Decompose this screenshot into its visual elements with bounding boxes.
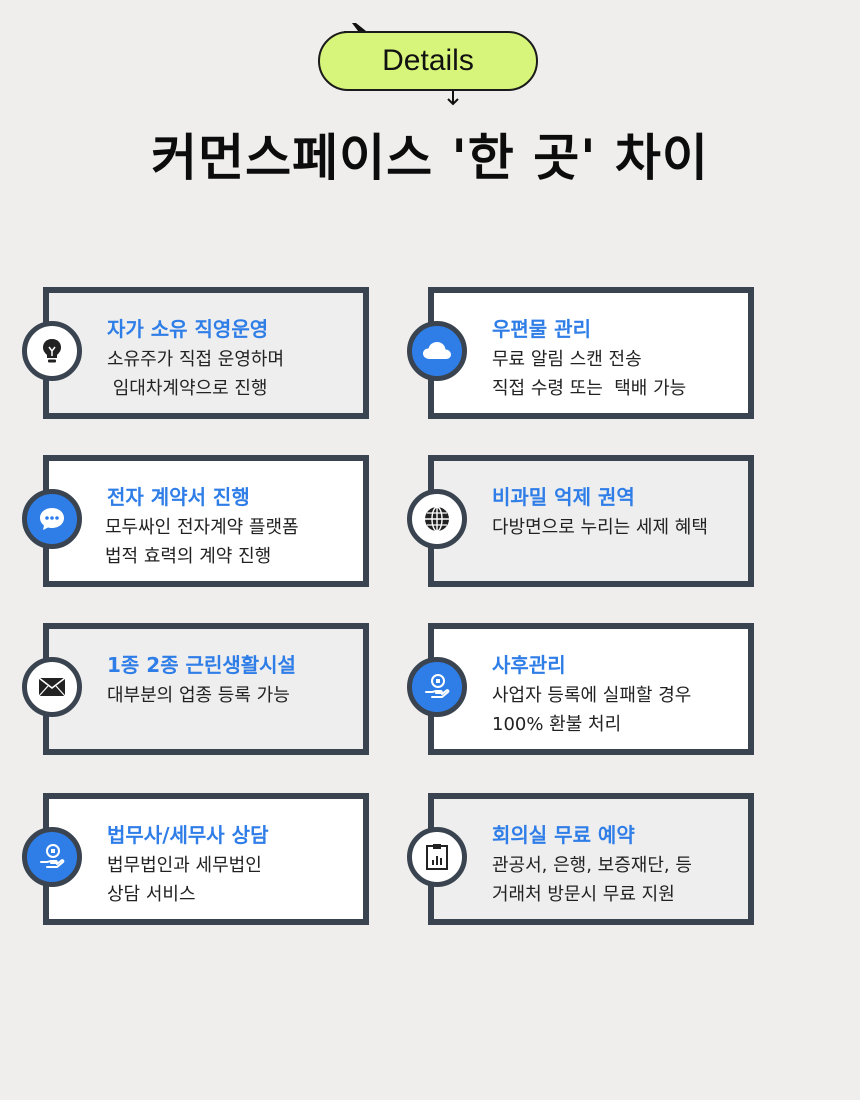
card-title: 전자 계약서 진행: [107, 485, 250, 509]
icon-badge: [407, 827, 467, 887]
card-title: 사후관리: [492, 653, 566, 677]
card-title: 법무사/세무사 상담: [107, 823, 269, 847]
feature-card-e-contract: 전자 계약서 진행 모두싸인 전자계약 플랫폼 법적 효력의 계약 진행: [22, 455, 369, 587]
icon-badge: [22, 321, 82, 381]
card-description: 무료 알림 스캔 전송 직접 수령 또는 택배 가능: [492, 349, 687, 399]
card-description: 모두싸인 전자계약 플랫폼 법적 효력의 계약 진행: [105, 517, 299, 567]
clipboard-chart-icon: [426, 844, 448, 870]
lightbulb-icon: [43, 339, 61, 363]
feature-card-tax-zone: 비과밀 억제 권역 다방면으로 누리는 세제 혜택: [407, 455, 754, 587]
card-description: 관공서, 은행, 보증재단, 등 거래처 방문시 무료 지원: [492, 855, 692, 905]
card-description: 대부분의 업종 등록 가능: [107, 685, 290, 706]
feature-card-aftercare: 사후관리 사업자 등록에 실패할 경우 100% 환불 처리: [407, 623, 754, 755]
cloud-icon: [423, 342, 451, 359]
feature-card-mail: 우편물 관리 무료 알림 스캔 전송 직접 수령 또는 택배 가능: [407, 287, 754, 419]
icon-badge: [22, 827, 82, 887]
card-title: 비과밀 억제 권역: [492, 485, 635, 509]
card-description: 사업자 등록에 실패할 경우 100% 환불 처리: [492, 685, 692, 735]
details-label: Details: [318, 31, 538, 91]
page-title: 커먼스페이스 '한 곳' 차이: [151, 129, 709, 187]
chat-bubble-icon: [40, 508, 64, 530]
feature-card-meeting-room: 회의실 무료 예약 관공서, 은행, 보증재단, 등 거래처 방문시 무료 지원: [407, 793, 754, 925]
card-title: 자가 소유 직영운영: [107, 317, 269, 341]
card-description: 소유주가 직접 운영하며 임대차계약으로 진행: [107, 349, 285, 399]
feature-card-ownership: 자가 소유 직영운영 소유주가 직접 운영하며 임대차계약으로 진행: [22, 287, 369, 419]
icon-badge: [407, 321, 467, 381]
details-badge: Details: [318, 22, 542, 106]
card-title: 회의실 무료 예약: [492, 823, 635, 847]
icon-badge: [22, 489, 82, 549]
icon-badge: [22, 657, 82, 717]
hand-coin-icon: [425, 674, 450, 698]
arrow-down-icon: [447, 91, 459, 106]
globe-icon: [425, 506, 449, 532]
feature-card-consulting: 법무사/세무사 상담 법무법인과 세무법인 상담 서비스: [22, 793, 369, 925]
icon-badge: [407, 657, 467, 717]
card-description: 다방면으로 누리는 세제 혜택: [492, 517, 708, 538]
card-description: 법무법인과 세무법인 상담 서비스: [107, 855, 262, 905]
card-title: 우편물 관리: [492, 317, 591, 341]
card-title: 1종 2종 근린생활시설: [107, 653, 296, 677]
feature-card-facility: 1종 2종 근린생활시설 대부분의 업종 등록 가능: [22, 623, 369, 755]
icon-badge: [407, 489, 467, 549]
envelope-icon: [38, 677, 66, 697]
hand-coin-icon: [40, 844, 65, 868]
